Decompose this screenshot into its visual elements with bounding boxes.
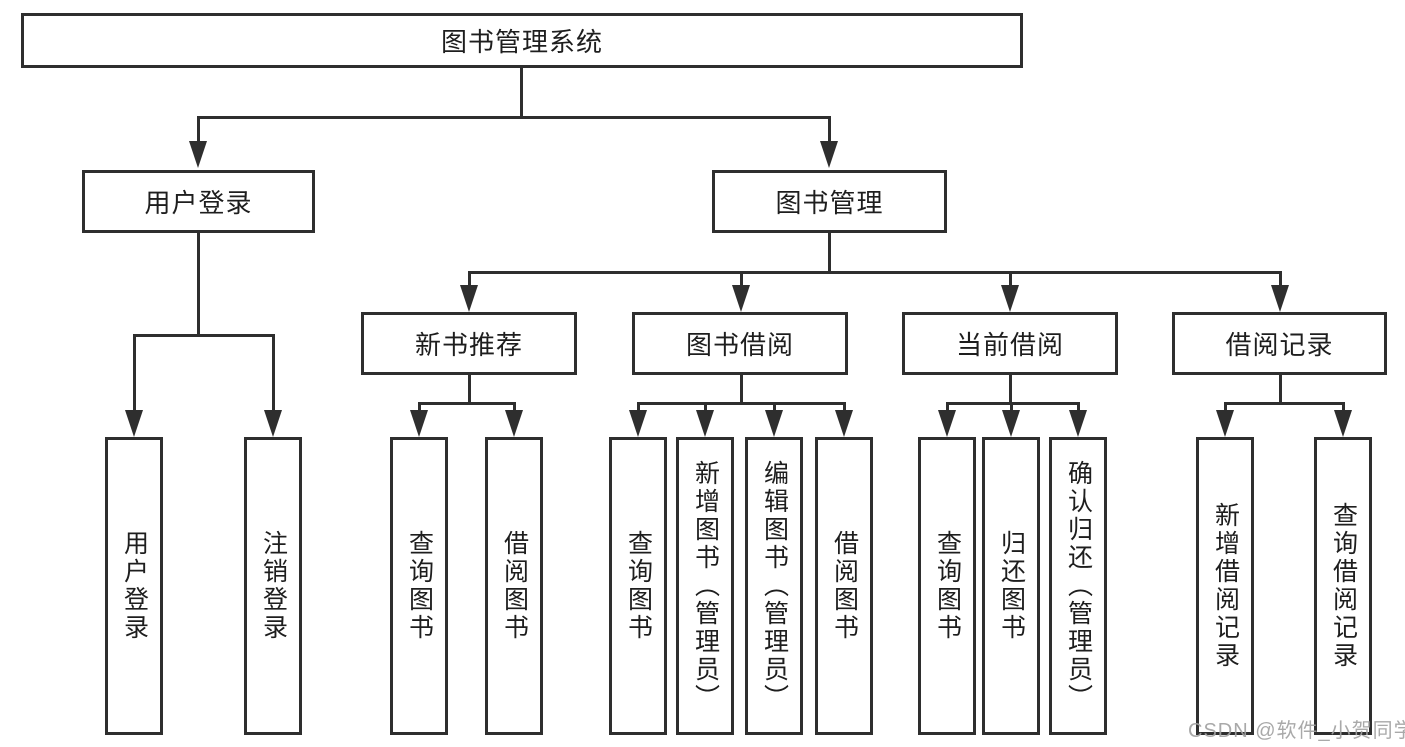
- connector-line: [520, 68, 523, 118]
- arrow-down-icon: [1216, 410, 1234, 437]
- leaf-confirm-return-admin: 确认归还（管理员）: [1049, 437, 1107, 735]
- connector-line: [513, 402, 516, 412]
- node-label: 新书推荐: [414, 330, 523, 360]
- connector-line: [637, 402, 640, 412]
- leaf-user-login: 用户登录: [105, 437, 163, 735]
- leaf-query-books: 查询图书: [390, 437, 448, 735]
- connector-line: [197, 116, 200, 142]
- node-label: 当前借阅: [955, 330, 1064, 360]
- arrow-down-icon: [938, 410, 956, 437]
- connector-line: [946, 402, 949, 412]
- leaf-label: 查询图书: [405, 530, 434, 642]
- node-label: 图书管理: [775, 188, 884, 218]
- arrow-down-icon: [765, 410, 783, 437]
- connector-line: [197, 233, 200, 337]
- leaf-label: 借阅图书: [830, 530, 859, 642]
- leaf-query-books: 查询图书: [609, 437, 667, 735]
- arrow-down-icon: [189, 141, 207, 168]
- connector-line: [637, 402, 846, 405]
- connector-line: [1279, 271, 1282, 287]
- leaf-add-book-admin: 新增图书（管理员）: [676, 437, 734, 735]
- connector-line: [773, 402, 776, 412]
- node-library-management-system: 图书管理系统: [21, 13, 1023, 68]
- connector-line: [828, 233, 831, 274]
- connector-line: [197, 116, 831, 119]
- leaf-label: 查询借阅记录: [1329, 502, 1358, 670]
- connector-line: [133, 334, 275, 337]
- connector-line: [1224, 402, 1345, 405]
- connector-line: [740, 375, 743, 405]
- watermark-text: CSDN @软件_小贺同学: [1188, 720, 1405, 742]
- leaf-query-books: 查询图书: [918, 437, 976, 735]
- arrow-down-icon: [1334, 410, 1352, 437]
- node-book-borrowing: 图书借阅: [632, 312, 848, 375]
- connector-line: [1077, 402, 1080, 412]
- leaf-return-books: 归还图书: [982, 437, 1040, 735]
- node-book-management: 图书管理: [712, 170, 947, 233]
- leaf-label: 新增图书（管理员）: [691, 460, 720, 712]
- arrow-down-icon: [1001, 285, 1019, 312]
- connector-line: [843, 402, 846, 412]
- arrow-down-icon: [1069, 410, 1087, 437]
- connector-line: [418, 402, 516, 405]
- arrow-down-icon: [835, 410, 853, 437]
- arrow-down-icon: [460, 285, 478, 312]
- node-label: 借阅记录: [1225, 330, 1334, 360]
- arrow-down-icon: [696, 410, 714, 437]
- node-label: 图书管理系统: [440, 27, 603, 57]
- leaf-borrow-books: 借阅图书: [485, 437, 543, 735]
- connector-line: [1279, 375, 1282, 405]
- arrow-down-icon: [1002, 410, 1020, 437]
- connector-line: [704, 402, 707, 412]
- connector-line: [1224, 402, 1227, 412]
- leaf-logout: 注销登录: [244, 437, 302, 735]
- connector-line: [468, 271, 1281, 274]
- node-label: 用户登录: [144, 188, 253, 218]
- leaf-query-borrow-record: 查询借阅记录: [1314, 437, 1372, 735]
- leaf-label: 查询图书: [933, 530, 962, 642]
- leaf-label: 用户登录: [120, 530, 149, 642]
- arrow-down-icon: [264, 410, 282, 437]
- arrow-down-icon: [732, 285, 750, 312]
- arrow-down-icon: [629, 410, 647, 437]
- connector-line: [418, 402, 421, 412]
- leaf-edit-book-admin: 编辑图书（管理员）: [745, 437, 803, 735]
- node-label: 图书借阅: [685, 330, 794, 360]
- arrow-down-icon: [125, 410, 143, 437]
- leaf-add-borrow-record: 新增借阅记录: [1196, 437, 1254, 735]
- node-borrowing-records: 借阅记录: [1172, 312, 1387, 375]
- connector-line: [272, 334, 275, 412]
- leaf-label: 查询图书: [624, 530, 653, 642]
- arrow-down-icon: [820, 141, 838, 168]
- leaf-borrow-books: 借阅图书: [815, 437, 873, 735]
- leaf-label: 借阅图书: [500, 530, 529, 642]
- arrow-down-icon: [505, 410, 523, 437]
- leaf-label: 注销登录: [259, 530, 288, 642]
- arrow-down-icon: [410, 410, 428, 437]
- connector-line: [468, 375, 471, 405]
- node-new-book-recommendation: 新书推荐: [361, 312, 577, 375]
- arrow-down-icon: [1271, 285, 1289, 312]
- connector-line: [468, 271, 471, 287]
- connector-line: [1342, 402, 1345, 412]
- connector-line: [1010, 402, 1013, 412]
- leaf-label: 确认归还（管理员）: [1064, 460, 1093, 712]
- connector-line: [828, 116, 831, 142]
- connector-line: [133, 334, 136, 412]
- connector-line: [1009, 375, 1012, 405]
- node-user-login: 用户登录: [82, 170, 315, 233]
- node-current-borrowing: 当前借阅: [902, 312, 1118, 375]
- leaf-label: 新增借阅记录: [1211, 502, 1240, 670]
- leaf-label: 编辑图书（管理员）: [760, 460, 789, 712]
- connector-line: [740, 271, 743, 287]
- leaf-label: 归还图书: [997, 530, 1026, 642]
- connector-line: [1009, 271, 1012, 287]
